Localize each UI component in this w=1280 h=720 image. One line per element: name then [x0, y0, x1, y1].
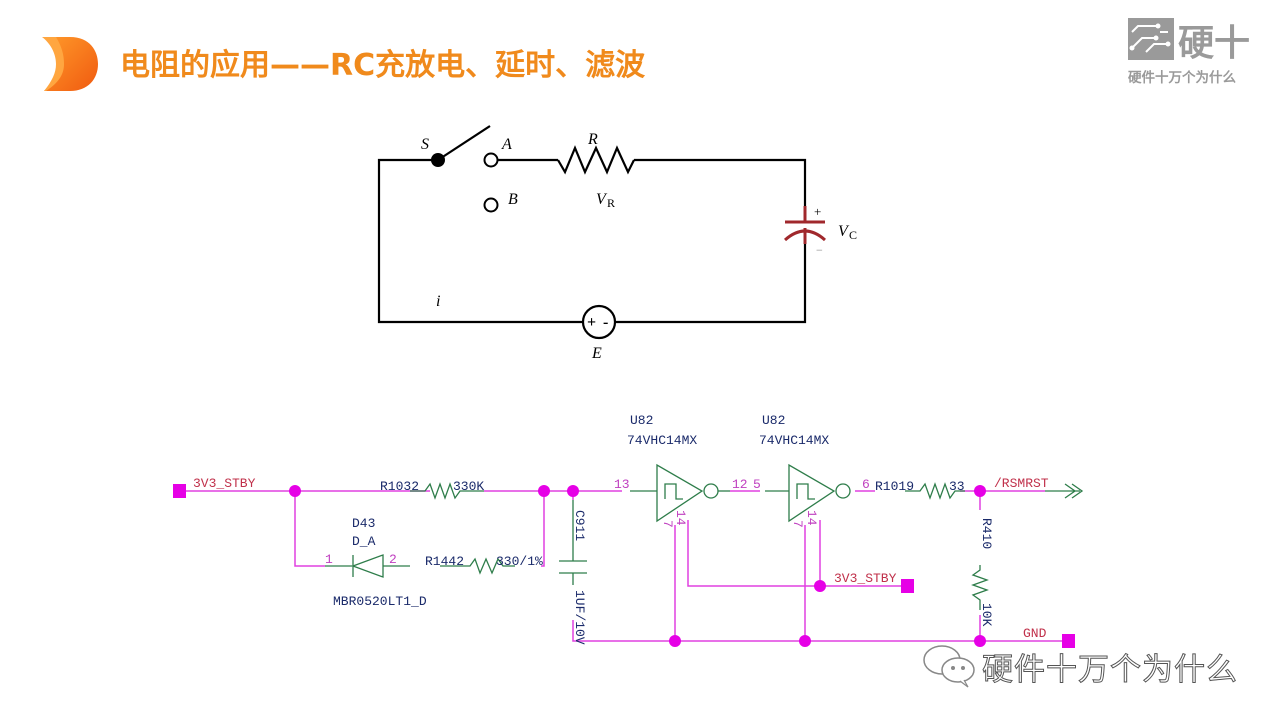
- schmitt-inverter-u82b: [788, 463, 836, 523]
- u82b-pin-gnd: 7: [790, 520, 805, 528]
- junction: [814, 580, 826, 592]
- junction: [567, 485, 579, 497]
- u82a-pin-out: 12: [732, 477, 748, 492]
- circuit-chip-icon: [1128, 18, 1174, 60]
- u82b-part: 74VHC14MX: [759, 433, 829, 448]
- wire-r1442-right: [541, 491, 545, 567]
- r1019-ref: R1019: [875, 479, 914, 494]
- label-cap-minus: −: [816, 243, 823, 257]
- junction: [974, 635, 986, 647]
- r1032-value: 330K: [453, 479, 484, 494]
- brand-logo: 硬十 硬件十万个为什么: [1128, 14, 1268, 88]
- terminal-a: [483, 152, 499, 168]
- label-cap-plus: +: [814, 204, 821, 219]
- schmitt-inverter-u82a: [656, 463, 704, 523]
- wire-right-lower: [615, 242, 807, 324]
- net-label-rsmrst: /RSMRST: [994, 476, 1049, 491]
- brand-name: 硬十: [1178, 23, 1251, 64]
- u82b-pin-in: 5: [753, 477, 761, 492]
- r1032-ref: R1032: [380, 479, 419, 494]
- label-a: A: [501, 136, 512, 153]
- r1019-value: 33: [949, 479, 965, 494]
- d43-pin2: 2: [389, 552, 397, 567]
- wechat-watermark: 硬件十万个为什么: [920, 640, 1250, 690]
- resistor-r1032: [410, 482, 484, 500]
- u82b-ref: U82: [762, 413, 785, 428]
- net-label-3v3-right: 3V3_STBY: [834, 571, 897, 586]
- label-i: i: [436, 293, 440, 310]
- net-port-gnd: [1062, 634, 1075, 648]
- wire-diode-left: [294, 491, 325, 567]
- u82a-part: 74VHC14MX: [627, 433, 697, 448]
- c911-value: 1UF/10V: [572, 590, 587, 645]
- net-label-gnd: GND: [1023, 626, 1047, 641]
- capacitor-c: [783, 206, 827, 244]
- r410-value: 10K: [979, 603, 994, 627]
- label-vr-sub: R: [607, 196, 615, 210]
- u82a-pin-in: 13: [614, 477, 630, 492]
- net-port-3v3-left: [173, 484, 186, 498]
- inverter-bubble-u82b: [835, 483, 851, 499]
- brand-slogan: 硬件十万个为什么: [1128, 70, 1236, 86]
- net-label-3v3-left: 3V3_STBY: [193, 476, 256, 491]
- label-vc-main: V: [838, 223, 850, 240]
- label-s: S: [421, 136, 429, 153]
- d43-part: MBR0520LT1_D: [333, 594, 427, 609]
- watermark-text: 硬件十万个为什么: [982, 652, 1238, 689]
- junction: [669, 635, 681, 647]
- source-plus: +: [587, 314, 596, 331]
- label-b: B: [508, 191, 518, 208]
- junction: [538, 485, 550, 497]
- switch-pivot: [431, 153, 445, 167]
- label-r: R: [587, 131, 598, 148]
- u82b-pin-vcc: 14: [804, 510, 819, 526]
- junction: [799, 635, 811, 647]
- c911-ref: C911: [572, 510, 587, 541]
- diode-d43: [351, 554, 384, 578]
- wire-u82a-vcc: [687, 520, 908, 587]
- d43-pin1: 1: [325, 552, 333, 567]
- terminal-b: [483, 197, 499, 213]
- u82a-ref: U82: [630, 413, 653, 428]
- inverter-bubble-u82a: [703, 483, 719, 499]
- r1442-value: 330/1%: [496, 554, 543, 569]
- slide-title: 电阻的应用——RC充放电、延时、滤波: [120, 48, 646, 83]
- wechat-icon: [923, 645, 975, 688]
- u82a-pin-vcc: 14: [673, 510, 688, 526]
- junction: [289, 485, 301, 497]
- u82a-pin-gnd: 7: [660, 520, 675, 528]
- r410-ref: R410: [979, 518, 994, 549]
- d43-type: D_A: [352, 534, 376, 549]
- label-e: E: [591, 345, 602, 362]
- wire-left: [377, 158, 583, 324]
- output-arrow-icon: [1045, 483, 1084, 499]
- label-vr-main: V: [596, 191, 608, 208]
- resistor-r1442: [440, 557, 515, 575]
- wire-top-right: [634, 158, 807, 206]
- resistor-r1019: [905, 482, 965, 500]
- junction: [974, 485, 986, 497]
- orange-d-logo-icon: [42, 37, 98, 91]
- d43-ref: D43: [352, 516, 375, 531]
- voltage-source-e: [581, 304, 617, 340]
- switch-arm: [437, 125, 491, 161]
- resistor-r: [557, 145, 635, 175]
- source-minus: -: [603, 314, 608, 331]
- label-vc-sub: C: [849, 228, 857, 242]
- net-port-3v3-right: [901, 579, 914, 593]
- resistor-r410: [971, 565, 989, 610]
- wire-c911-gnd: [572, 620, 1068, 642]
- r1442-ref: R1442: [425, 554, 464, 569]
- u82b-pin-out: 6: [862, 477, 870, 492]
